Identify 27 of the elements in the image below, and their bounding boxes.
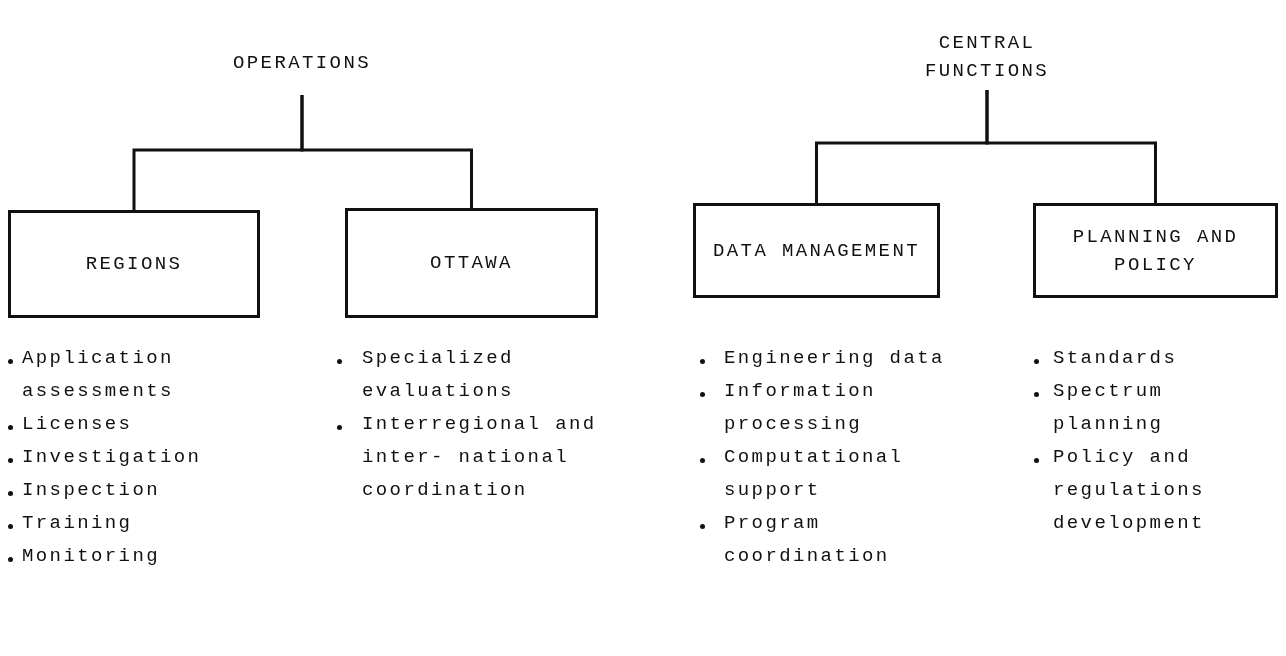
function-item: Interregional and inter- national coordination [362,413,597,501]
function-item: Information processing [724,380,876,435]
function-item: Monitoring [22,545,161,567]
function-item: Policy and regulations development [1053,446,1205,534]
unit-box [693,203,940,298]
unit-name: OTTAWA [430,251,513,276]
function-item: Computational support [724,446,904,501]
unit-name: DATA MANAGEMENT [713,238,920,264]
function-item: Inspection [22,479,161,501]
function-item: Application assessments [22,347,174,402]
function-item: Licenses [22,413,133,435]
unit-box [1033,203,1278,298]
function-item: Investigation [22,446,202,468]
function-item: Training [22,512,133,534]
function-item: Specialized evaluations [362,347,514,402]
unit-name: PLANNING AND POLICY [1071,224,1240,278]
unit-box [345,208,598,318]
unit-name: OPERATIONS [233,51,371,76]
connector-line [985,90,1157,203]
unit-name: CENTRAL FUNCTIONS [923,31,1051,84]
function-item: Standards [1053,347,1178,369]
connector-line [300,95,473,208]
unit-box [8,210,260,318]
unit-name: REGIONS [85,252,183,277]
function-item: Engineering data [724,347,945,369]
function-item: Program coordination [724,512,890,567]
function-item: Spectrum planning [1053,380,1164,435]
